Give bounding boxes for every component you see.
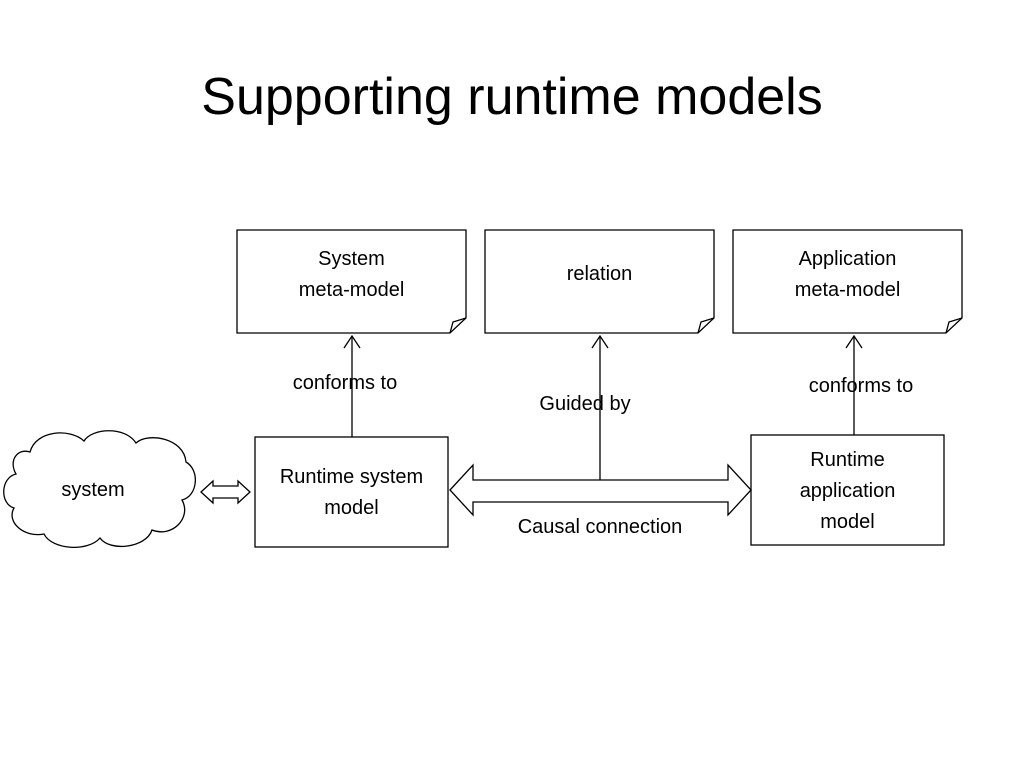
guided-by-arrow <box>591 334 609 480</box>
system-meta-model-line1: System <box>318 248 385 270</box>
application-meta-model-label: Application meta-model <box>733 244 962 306</box>
system-meta-model-label: System meta-model <box>237 244 466 306</box>
causal-connection-label: Causal connection <box>517 516 683 538</box>
guided-by-label: Guided by <box>539 393 631 415</box>
page-title: Supporting runtime models <box>201 68 823 126</box>
runtime-system-model-line2: model <box>324 497 379 519</box>
causal-connection-arrow <box>449 463 752 517</box>
conforms-right-arrow <box>845 334 863 435</box>
runtime-application-model-line3: model <box>820 511 875 533</box>
system-cloud <box>3 430 196 549</box>
system-cloud-label: system <box>30 475 156 506</box>
cloud-link-arrow <box>200 479 251 505</box>
application-meta-model-line1: Application <box>798 248 897 270</box>
runtime-system-model-line1: Runtime system <box>279 466 424 488</box>
system-meta-model-box <box>236 229 467 334</box>
runtime-application-model-line2: application <box>799 480 896 502</box>
runtime-application-model-line1: Runtime <box>810 449 885 471</box>
runtime-system-model-box <box>254 436 449 548</box>
conforms-left-arrow <box>343 334 361 437</box>
system-meta-model-line2: meta-model <box>298 279 405 301</box>
application-meta-model-box <box>732 229 963 334</box>
conforms-right-label: conforms to <box>808 375 914 397</box>
runtime-application-model-box <box>750 434 945 546</box>
relation-label: relation <box>485 259 714 290</box>
system-line1: system <box>61 479 125 501</box>
relation-line1: relation <box>566 263 633 285</box>
application-meta-model-line2: meta-model <box>794 279 901 301</box>
runtime-system-model-label: Runtime system model <box>255 462 448 524</box>
runtime-application-model-label: Runtime application model <box>751 445 944 538</box>
relation-box <box>484 229 715 334</box>
conforms-left-label: conforms to <box>292 372 398 394</box>
